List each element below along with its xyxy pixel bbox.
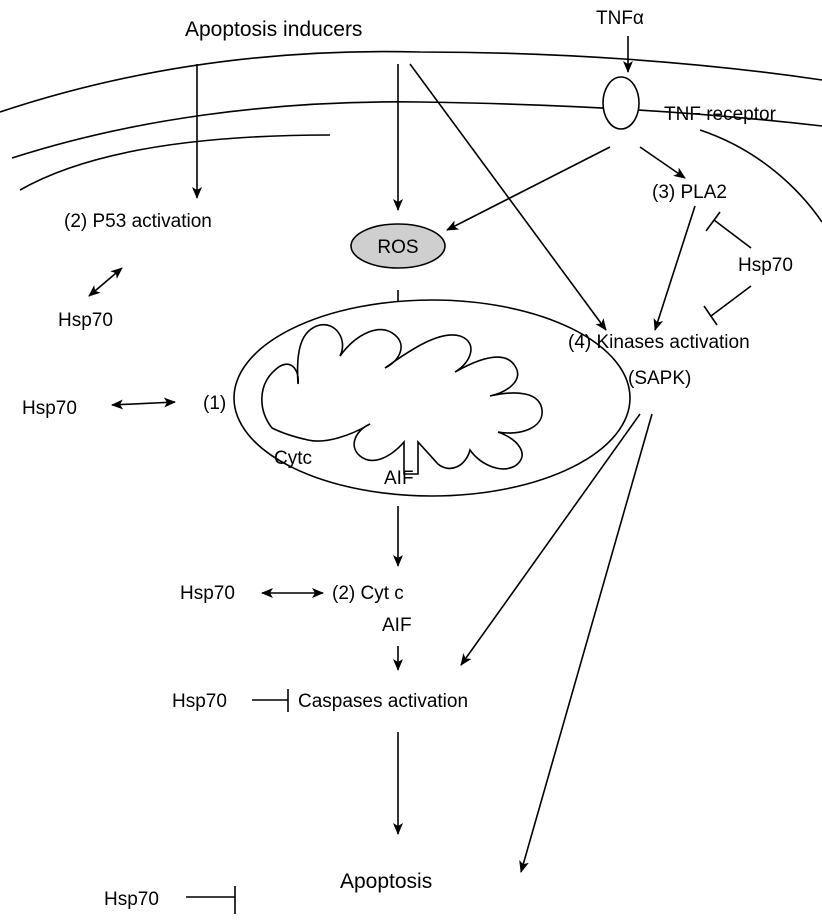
tnf-receptor-label: TNF receptor <box>664 104 777 125</box>
hsp70-mitochondrion-label: Hsp70 <box>22 398 77 419</box>
cytoplasm-boundary-right <box>700 130 822 222</box>
pla2-label: (3) PLA2 <box>652 182 727 203</box>
kinases-activation-label: (4) Kinases activation <box>568 332 750 353</box>
hsp70-pla2-label: Hsp70 <box>738 255 793 276</box>
ros-label: ROS <box>377 237 418 258</box>
hsp70-cytc-label: Hsp70 <box>180 583 235 604</box>
hsp70-p53-label: Hsp70 <box>58 310 113 331</box>
inhibit-hsp70-kinases <box>711 286 751 316</box>
arrow-pla2-to-kinases <box>655 206 695 330</box>
caspases-activation-label: Caspases activation <box>298 691 468 712</box>
bidir-hsp70-mitochondrion <box>112 402 175 405</box>
arrow-receptor-to-pla2 <box>640 147 685 178</box>
apoptosis-inducers-label: Apoptosis inducers <box>185 18 362 41</box>
inhibit-bar-kinases <box>704 306 717 325</box>
cytoplasm-boundary <box>20 135 330 190</box>
aif-release-label: AIF <box>382 615 412 636</box>
inhibit-bar-pla2 <box>706 212 720 231</box>
apoptosis-label: Apoptosis <box>340 870 432 893</box>
arrow-kinases-to-apoptosis <box>521 414 652 872</box>
bidir-hsp70-p53 <box>89 268 122 296</box>
arrow-receptor-to-ros <box>447 147 610 230</box>
cytc-release-label: (2) Cyt c <box>332 583 404 604</box>
cytc-inner-label: Cytc <box>274 448 312 469</box>
hsp70-caspases-label: Hsp70 <box>172 691 227 712</box>
aif-inner-label: AIF <box>384 468 414 489</box>
mitochondrion-marker-label: (1) <box>203 393 226 414</box>
hsp70-apoptosis-label: Hsp70 <box>104 889 159 910</box>
tnf-alpha-label: TNFα <box>596 8 644 29</box>
inhibit-hsp70-pla2 <box>714 220 751 248</box>
sapk-label: (SAPK) <box>628 368 691 389</box>
tnf-receptor-shape <box>603 77 639 129</box>
p53-activation-label: (2) P53 activation <box>64 211 212 232</box>
